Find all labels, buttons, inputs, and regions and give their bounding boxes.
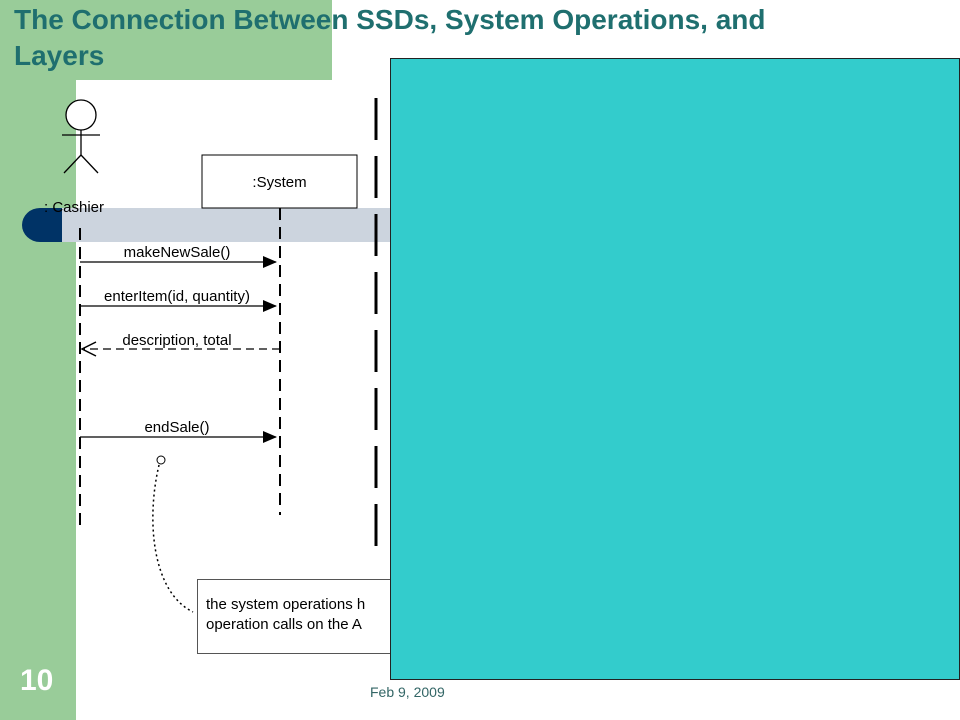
note-line: operation calls on the A [206,616,362,633]
return-label: description, total [122,332,231,349]
title-green-band [0,0,332,80]
return-arrowhead [80,341,97,357]
slide-title: The Connection Between SSDs, System Oper… [14,4,766,71]
note-connector [152,464,194,613]
left-green-band [0,0,76,720]
highlight-bar-cap [22,208,62,242]
message-label: enterItem(id, quantity) [104,288,250,305]
slide-date: Feb 9, 2009 [370,684,445,700]
note-box: the system operations h operation calls … [197,579,392,654]
note-anchor [156,455,166,465]
cashier-actor-icon [62,99,100,174]
message-label: makeNewSale() [124,244,231,261]
message-label: endSale() [144,419,209,436]
highlight-bar [40,208,400,242]
note-line: the system operations h [206,596,366,613]
cyan-overlay-box [390,58,960,680]
cashier-actor-label: : Cashier [44,199,104,216]
system-lifeline-label: :System [252,174,306,191]
slide-number: 10 [20,664,54,697]
